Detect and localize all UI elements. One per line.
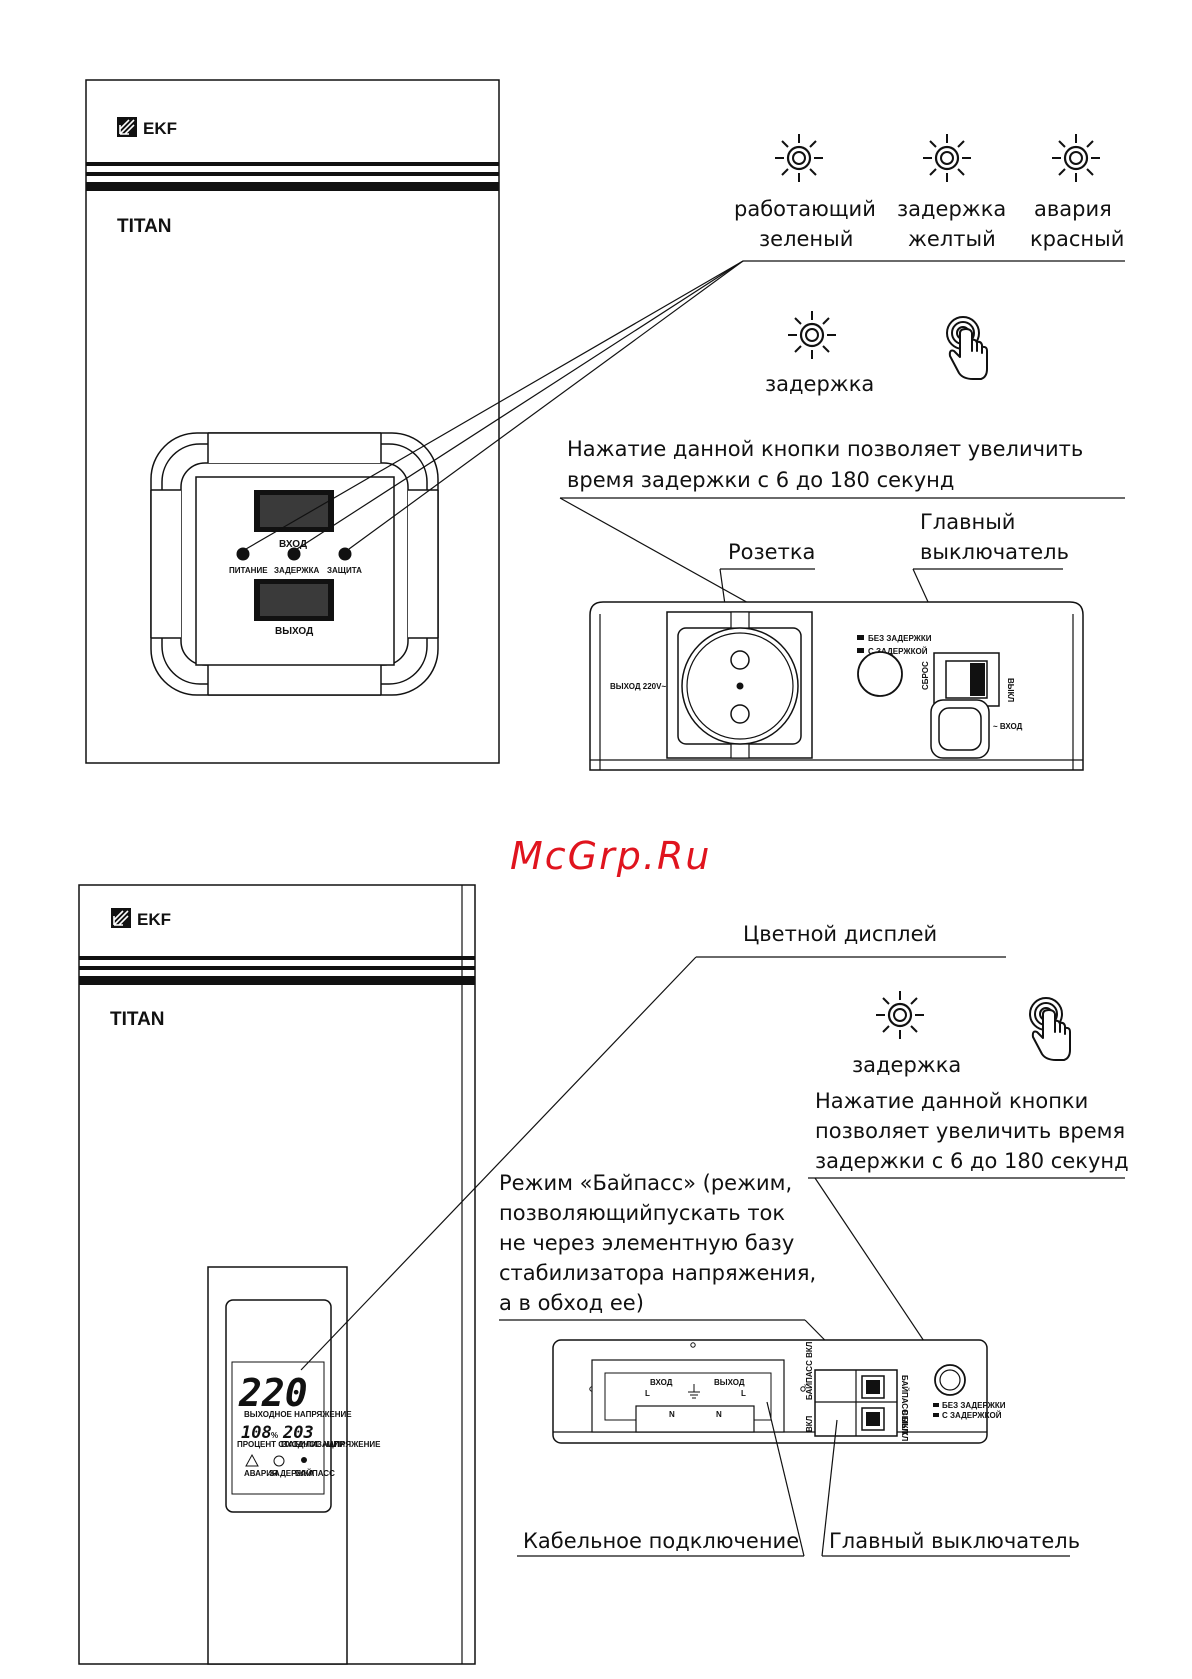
model-name: TITAN [110, 1009, 165, 1030]
lcd-alarm-caption: АВАРИЯ [244, 1469, 278, 1478]
pointing-hand-icon [946, 316, 988, 380]
delay-button[interactable] [857, 651, 903, 697]
indicator-alarm-label: авария [1034, 197, 1112, 221]
rear-panel-bottom: ВХОД ВЫХОД L L N N ВКЛ БАЙПАСС ВКЛ БАЙПА… [552, 1339, 1006, 1444]
stabilizer-front-top: EKF TITAN [85, 79, 500, 764]
lamp-icon [1050, 132, 1102, 184]
delay-led-label: ЗАДЕРЖКА [274, 566, 319, 575]
output-display-label: ВЫХОД [275, 626, 313, 637]
main-switch-label-line1: Главный [920, 510, 1015, 534]
terminal-input-label: ВХОД [650, 1378, 673, 1387]
display-leader-line [300, 956, 697, 1371]
main-switch-label-line2: выключатель [920, 540, 1069, 564]
breaker-off-label: ВЫКЛ [900, 1410, 909, 1434]
model-name: TITAN [117, 216, 172, 237]
bypass-note-line2: позволяющийпускать ток [499, 1201, 785, 1225]
lcd-left-unit: % [271, 1431, 278, 1440]
breaker-on-label: ВКЛ [805, 1415, 814, 1432]
bottom-button-note-line1: Нажатие данной кнопки [815, 1089, 1088, 1113]
bypass-note-line4: стабилизатора напряжения, [499, 1261, 816, 1285]
bypass-icon [301, 1457, 307, 1463]
front-control-panel: ВХОД ПИТАНИЕ ЗАДЕРЖКА ЗАЩИТА ВЫХОД [150, 432, 439, 696]
terminal-input-l: L [645, 1389, 650, 1398]
bottom-delay-icon-label: задержка [852, 1053, 961, 1077]
lcd-main-caption: ВЫХОДНОЕ НАПРЯЖЕНИЕ [244, 1410, 352, 1419]
protection-led-label: ЗАЩИТА [327, 566, 362, 575]
pointing-hand-icon [1029, 997, 1071, 1061]
terminal-output-label: ВЫХОД [714, 1378, 745, 1387]
indicator-working-color: зеленый [759, 227, 853, 251]
cable-leader-line [766, 1401, 805, 1557]
lcd-left-value: 108 [241, 1423, 272, 1443]
indicator-alarm-color: красный [1030, 227, 1124, 251]
indicator-delay-color: желтый [908, 227, 996, 251]
lcd-delay-caption: ЗАДЕРЖКА [269, 1469, 314, 1478]
bottom-no-delay-label: БЕЗ ЗАДЕРЖКИ [942, 1401, 1006, 1410]
terminal-output-l: L [741, 1389, 746, 1398]
off-label: ВЫКЛ [1006, 678, 1015, 702]
reset-label: СБРОС [921, 661, 930, 690]
terminal-output-n: N [716, 1410, 722, 1419]
bottom-button-note-line3: задержки с 6 до 180 секунд [815, 1149, 1129, 1173]
button-note-line2: время задержки с 6 до 180 секунд [567, 468, 954, 492]
color-display-label: Цветной дисплей [743, 922, 937, 946]
brand-logo-text: EKF [143, 119, 177, 138]
stabilizer-front-bottom: EKF TITAN 220 ВЫХОДНОЕ НАПРЯЖЕНИЕ 108 % … [78, 884, 476, 1665]
lcd-right-value: 203 [282, 1423, 314, 1443]
bypass-on-label: БАЙПАСС ВКЛ [805, 1341, 814, 1400]
bottom-with-delay-label: С ЗАДЕРЖКОЙ [942, 1411, 1002, 1420]
button-note-line1: Нажатие данной кнопки позволяет увеличит… [567, 437, 1083, 461]
indicator-delay-label: задержка [897, 197, 1006, 221]
clock-icon [273, 1455, 285, 1467]
indicator-leader-lines [245, 260, 1125, 550]
delay-led [287, 547, 301, 561]
bottom-main-switch-label: Главный выключатель [829, 1529, 1080, 1553]
rear-input-label: ~ ВХОД [993, 722, 1023, 731]
lcd-bypass-caption: БАЙПАСС [295, 1469, 335, 1478]
power-led-label: ПИТАНИЕ [229, 566, 268, 575]
bottom-delay-button[interactable] [934, 1364, 966, 1396]
bypass-note-line3: не через элементную базу [499, 1231, 794, 1255]
socket-label: Розетка [728, 540, 815, 564]
protection-led [338, 547, 352, 561]
delay-icon-label: задержка [765, 372, 874, 396]
power-led [236, 547, 250, 561]
lamp-icon [874, 989, 926, 1041]
brand-logo-text: EKF [137, 910, 171, 929]
rear-panel-top: ВЫХОД 220V~ БЕЗ ЗАДЕРЖКИ С ЗАДЕРЖКОЙ СБР… [589, 601, 1084, 771]
warning-icon [245, 1453, 259, 1467]
lcd-main-value: 220 [238, 1371, 308, 1415]
bypass-off-label: БАЙПАСС ВЫКЛ [900, 1375, 909, 1442]
input-display-label: ВХОД [279, 539, 307, 550]
main-switch-leader-line [821, 1419, 838, 1557]
ekf-logo-icon [116, 116, 138, 138]
bottom-button-note-line2: позволяет увеличить время [815, 1119, 1125, 1143]
ekf-logo-icon [110, 907, 132, 929]
lamp-icon [786, 309, 838, 361]
rear-with-delay-label: С ЗАДЕРЖКОЙ [868, 647, 928, 656]
terminal-input-n: N [669, 1410, 675, 1419]
bypass-note-line1: Режим «Байпасс» (режим, [499, 1171, 792, 1195]
rear-output-label: ВЫХОД 220V~ [610, 682, 666, 691]
cable-connection-label: Кабельное подключение [523, 1529, 799, 1553]
lcd-right-caption: ВХОДНОЕ НАПРЯЖЕНИЕ [281, 1440, 381, 1449]
rear-no-delay-label: БЕЗ ЗАДЕРЖКИ [868, 634, 932, 643]
lamp-icon [921, 132, 973, 184]
watermark: McGrp.Ru [510, 834, 711, 878]
bypass-note-line5: а в обход ее) [499, 1291, 644, 1315]
indicator-working-label: работающий [734, 197, 876, 221]
lamp-icon [773, 132, 825, 184]
lcd-left-caption: ПРОЦЕНТ СТАБИЛИЗАЦИИ [237, 1440, 345, 1449]
ground-icon [688, 1384, 700, 1399]
